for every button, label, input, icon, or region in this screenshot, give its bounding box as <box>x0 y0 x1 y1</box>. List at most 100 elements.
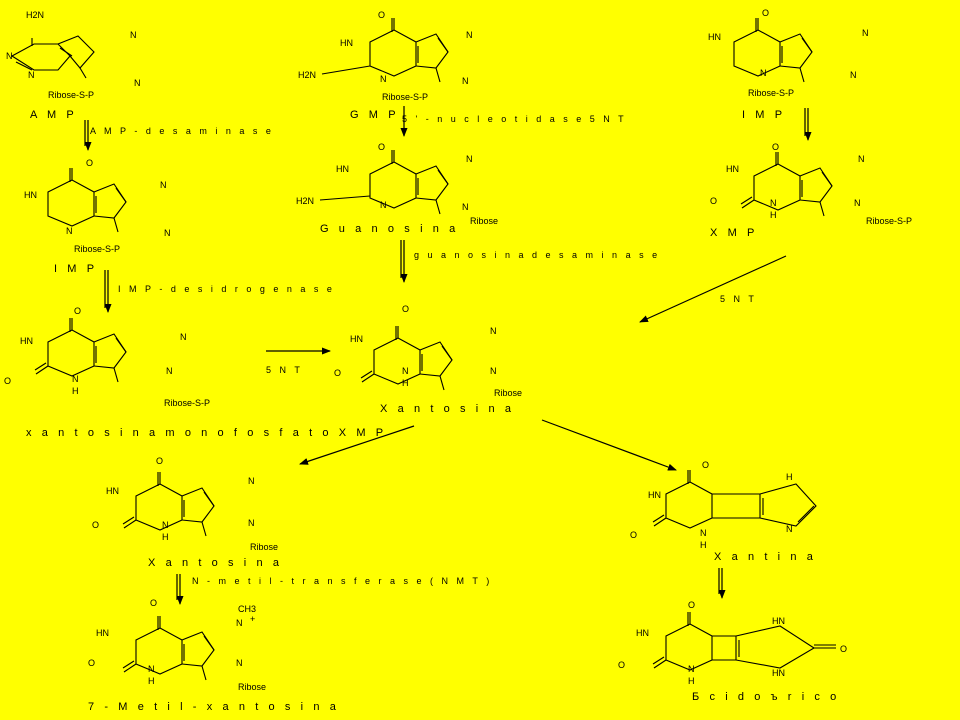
imp-top-hn-label: HN <box>708 32 721 42</box>
gmp-hn-label: HN <box>340 38 353 48</box>
imp-left-structure: O HN N N N Ribose-S-P <box>24 158 171 254</box>
xmp-full-label: x a n t o s i n a m o n o f o s f a t o … <box>26 427 387 439</box>
metilxantosina-o6-label: O <box>150 598 157 608</box>
xmp-left-n3-label: N <box>72 374 79 384</box>
metilxantosina-n7-label: N <box>236 618 243 628</box>
imp-left-ribose-label: Ribose-S-P <box>74 244 120 254</box>
metilxantosina-label: 7 - M e t i l - x a n t o s i n a <box>88 701 339 713</box>
imp-left-n3-label: N <box>66 226 73 236</box>
amp-amino-label: H2N <box>26 10 44 20</box>
xmp-right-n3-label: N <box>770 198 777 208</box>
xantosina-left-o2-label: O <box>92 520 99 530</box>
imp-dehydrogenase-label: I M P - d e s i d r o g e n a s e <box>118 284 335 294</box>
acido-urico-n7-label: HN <box>772 616 785 626</box>
xantosina-center-ribose-label: Ribose <box>494 388 522 398</box>
metilxantosina-ribose-label: Ribose <box>238 682 266 692</box>
xantina-n9-label: N <box>786 524 793 534</box>
xantosina-center-n3-label: N <box>402 366 409 376</box>
xantosina-left-label: X a n t o s i n a <box>148 557 283 569</box>
gmp-o-label: O <box>378 10 385 20</box>
acido-urico-o2-label: O <box>618 660 625 670</box>
amp-deaminase-label: A M P - d e s a m i n a s e <box>90 126 274 136</box>
imp-top-structure: O HN N N N Ribose-S-P <box>708 8 869 98</box>
guanosina-hn-label: HN <box>336 164 349 174</box>
xantosina-left-structure: O HN O N H N N Ribose <box>92 456 278 552</box>
xmp-right-n7-label: N <box>858 154 865 164</box>
amp-structure: H2N N N N N Ribose-S-P <box>6 10 141 100</box>
imp-top-n7-label: N <box>862 28 869 38</box>
acido-urico-o6-label: O <box>688 600 695 610</box>
guanosina-ribose-label: Ribose <box>470 216 498 226</box>
imp-top-n3-label: N <box>760 68 767 78</box>
arrow-xantosina-to-xantina <box>541 419 677 471</box>
nt-center-label: 5 N T <box>266 365 303 375</box>
xmp-left-ribose-label: Ribose-S-P <box>164 398 210 408</box>
xantosina-center-structure: O HN O N H N N Ribose <box>334 304 522 398</box>
xantina-o6-label: O <box>702 460 709 470</box>
imp-top-label: I M P <box>742 109 786 121</box>
imp-left-label: I M P <box>54 263 98 275</box>
xmp-left-n9-label: N <box>166 366 173 376</box>
xantosina-center-o6-label: O <box>402 304 409 314</box>
guanosina-amino-label: H2N <box>296 196 314 206</box>
metilxantosina-h3-label: H <box>148 676 155 686</box>
metilxantosina-hn-label: HN <box>96 628 109 638</box>
metilxantosina-n9-label: N <box>236 658 243 668</box>
metilxantosina-ch3-label: CH3 <box>238 604 256 614</box>
xmp-left-o2-label: O <box>4 376 11 386</box>
guanosina-structure: O HN H2N N N N Ribose <box>296 142 498 226</box>
xantina-n3-label: N <box>700 528 707 538</box>
xmp-right-ribose-label: Ribose-S-P <box>866 216 912 226</box>
gmp-structure: O HN H2N N N N Ribose-S-P <box>298 10 473 102</box>
xmp-right-o2-label: O <box>710 196 717 206</box>
xantosina-left-n9-label: N <box>248 518 255 528</box>
xmp-right-n9-label: N <box>854 198 861 208</box>
xmp-right-o6-label: O <box>772 142 779 152</box>
gmp-label: G M P <box>350 109 399 121</box>
imp-left-n7-label: N <box>160 180 167 190</box>
acido-urico-structure: O HN O N H HN HN O <box>618 600 847 686</box>
gmp-n9-label: N <box>462 76 469 86</box>
xmp-left-o6-label: O <box>74 306 81 316</box>
arrow-xantosina-to-xantosina-left <box>299 425 415 465</box>
gmp-n3-label: N <box>380 74 387 84</box>
xantina-h3-label: H <box>700 540 707 550</box>
xantosina-left-o6-label: O <box>156 456 163 466</box>
acido-urico-hn-label: HN <box>636 628 649 638</box>
nmt-label: N - m e t i l - t r a n s f e r a s e ( … <box>192 576 492 586</box>
amp-n7-label: N <box>130 30 137 40</box>
guanosina-label: G u a n o s i n a <box>320 223 459 235</box>
xantina-n7h-label: H <box>786 472 793 482</box>
xmp-left-hn-label: HN <box>20 336 33 346</box>
xantosina-center-o2-label: O <box>334 368 341 378</box>
metilxantosina-plus-label: + <box>250 614 255 624</box>
xantosina-left-h3-label: H <box>162 532 169 542</box>
amp-label: A M P <box>30 109 77 121</box>
metilxantosina-structure: O HN O N H N + N CH3 Ribose <box>88 598 266 692</box>
imp-left-hn-label: HN <box>24 190 37 200</box>
arrow-xmp-right-to-xantosina <box>639 255 787 323</box>
amp-n1-label: N <box>6 51 13 61</box>
xmp-left-structure: O HN O N H N N Ribose-S-P <box>4 306 210 408</box>
imp-top-o-label: O <box>762 8 769 18</box>
xantosina-center-h3-label: H <box>402 378 409 388</box>
xantina-hn-label: HN <box>648 490 661 500</box>
xmp-left-n7-label: N <box>180 332 187 342</box>
xantosina-center-hn-label: HN <box>350 334 363 344</box>
gmp-amino-label: H2N <box>298 70 316 80</box>
xmp-left-h3-label: H <box>72 386 79 396</box>
xantosina-center-label: X a n t o s i n a <box>380 403 515 415</box>
acido-urico-h3-label: H <box>688 676 695 686</box>
xmp-right-h3-label: H <box>770 210 777 220</box>
xantina-structure: O HN O N H H N <box>630 460 817 550</box>
xantina-o2-label: O <box>630 530 637 540</box>
xantosina-center-n9-label: N <box>490 366 497 376</box>
xmp-right-hn-label: HN <box>726 164 739 174</box>
acido-urico-n3-label: N <box>688 664 695 674</box>
imp-left-n9-label: N <box>164 228 171 238</box>
guanosina-n7-label: N <box>466 154 473 164</box>
guanosina-o-label: O <box>378 142 385 152</box>
imp-top-ribose-label: Ribose-S-P <box>748 88 794 98</box>
